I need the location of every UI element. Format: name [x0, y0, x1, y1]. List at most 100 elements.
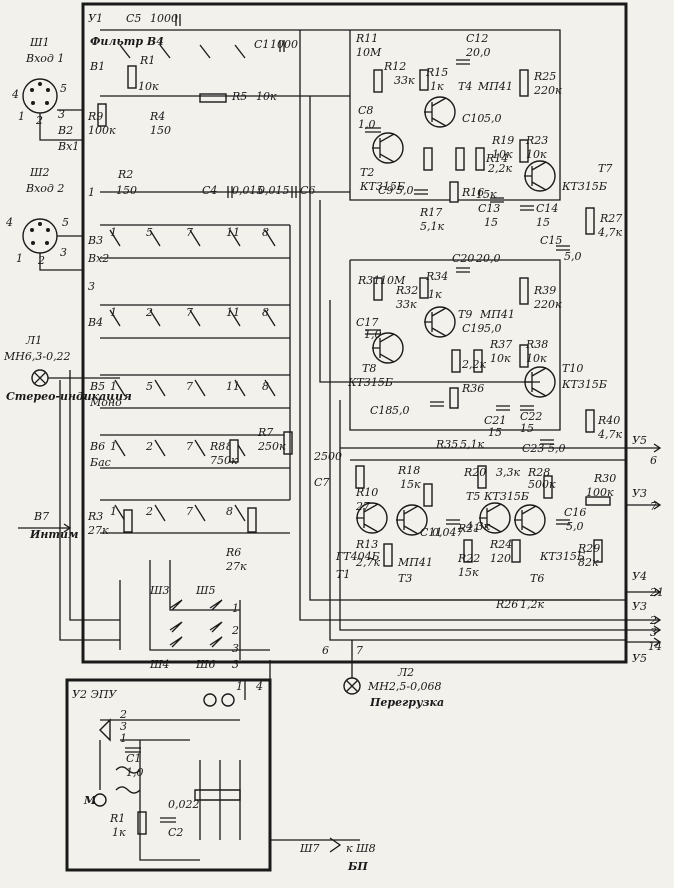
- svg-text:Т4: Т4: [458, 80, 472, 93]
- svg-text:5: 5: [60, 82, 67, 95]
- lamp-l2-value: МН2,5-0,068: [367, 680, 442, 693]
- svg-text:4: 4: [255, 680, 263, 693]
- svg-text:R39: R39: [533, 284, 556, 297]
- svg-text:С8: С8: [358, 104, 373, 117]
- svg-text:3: 3: [232, 642, 239, 655]
- svg-text:4,7к: 4,7к: [597, 226, 622, 239]
- svg-text:5,0: 5,0: [396, 184, 414, 197]
- svg-text:10М: 10М: [380, 274, 406, 287]
- svg-text:2: 2: [37, 254, 45, 267]
- svg-text:3: 3: [88, 280, 95, 293]
- u1-bottom-pins: 6 7 1 4: [236, 644, 363, 693]
- svg-text:С2: С2: [168, 826, 183, 839]
- svg-text:6: 6: [650, 454, 657, 467]
- svg-text:БП: БП: [347, 860, 368, 873]
- svg-text:R20: R20: [463, 466, 486, 479]
- svg-text:27к: 27к: [225, 560, 247, 573]
- svg-text:R15: R15: [425, 66, 448, 79]
- svg-text:3: 3: [58, 108, 65, 121]
- svg-text:R32: R32: [395, 284, 418, 297]
- svg-text:R9: R9: [87, 110, 103, 123]
- svg-text:Ш3: Ш3: [149, 584, 170, 597]
- lamp-l1-value: МН6,3-0,22: [3, 350, 71, 363]
- svg-text:1,0: 1,0: [358, 118, 376, 131]
- svg-text:4: 4: [11, 88, 19, 101]
- lamp-l1-text: Стерео-индикация: [6, 390, 132, 403]
- switch-v7-sub: Интим: [29, 528, 79, 541]
- svg-text:3,3к: 3,3к: [496, 466, 520, 479]
- svg-text:1: 1: [120, 732, 127, 745]
- svg-text:1: 1: [88, 186, 95, 199]
- svg-text:R27: R27: [599, 212, 622, 225]
- svg-text:к Ш8: к Ш8: [346, 842, 376, 855]
- main-wiring: [59, 29, 626, 841]
- svg-text:220к: 220к: [533, 298, 562, 311]
- svg-text:2: 2: [649, 614, 657, 627]
- svg-text:2: 2: [119, 708, 127, 721]
- svg-text:100к: 100к: [88, 124, 116, 137]
- svg-text:Т8: Т8: [362, 362, 376, 375]
- svg-text:27к: 27к: [87, 524, 109, 537]
- resistor-symbols: [97, 65, 611, 835]
- svg-text:R7: R7: [257, 426, 273, 439]
- svg-text:R1: R1: [139, 54, 155, 67]
- svg-text:С16: С16: [564, 506, 586, 519]
- svg-text:R37: R37: [489, 338, 512, 351]
- svg-text:15: 15: [536, 216, 550, 229]
- svg-text:1,2к: 1,2к: [520, 598, 544, 611]
- svg-text:2: 2: [145, 440, 153, 453]
- svg-text:4: 4: [5, 216, 13, 229]
- svg-text:3: 3: [232, 658, 239, 671]
- svg-text:1000: 1000: [150, 12, 178, 25]
- svg-text:R40: R40: [597, 414, 620, 427]
- svg-text:0,015: 0,015: [232, 184, 264, 197]
- svg-text:5,0: 5,0: [484, 322, 502, 335]
- svg-text:С11: С11: [420, 526, 442, 539]
- module-u2-label: У2 ЭПУ: [72, 688, 117, 701]
- resistor-labels: R1 10к R2 150 R3 27к R4 150 R5 10к R6 27…: [87, 32, 622, 839]
- switch-v4-ref: В4: [87, 316, 103, 329]
- svg-text:R17: R17: [419, 206, 442, 219]
- svg-text:R25: R25: [533, 70, 556, 83]
- svg-text:14: 14: [648, 640, 662, 653]
- svg-text:Ш5: Ш5: [195, 584, 216, 597]
- svg-text:R8: R8: [209, 440, 225, 453]
- svg-text:1: 1: [110, 505, 117, 518]
- svg-text:10к: 10к: [526, 352, 547, 365]
- svg-text:10к: 10к: [138, 80, 159, 93]
- lamp-l2: Л2 МН2,5-0,068 Перегрузка: [343, 666, 444, 709]
- svg-text:10к: 10к: [490, 352, 511, 365]
- svg-text:Ш4: Ш4: [149, 658, 170, 671]
- svg-text:С5: С5: [126, 12, 141, 25]
- u2-pickup-circuit: 231 М: [83, 693, 241, 861]
- transistor-t3: Т3 МП41: [396, 504, 433, 585]
- svg-text:R5: R5: [231, 90, 247, 103]
- svg-text:21: 21: [649, 586, 664, 599]
- svg-text:КТ315Б: КТ315Б: [359, 180, 405, 193]
- svg-text:1: 1: [110, 226, 117, 239]
- svg-text:С10: С10: [462, 112, 484, 125]
- svg-text:10к: 10к: [526, 148, 547, 161]
- svg-text:R22: R22: [457, 552, 480, 565]
- svg-text:R1: R1: [109, 812, 125, 825]
- svg-text:15к: 15к: [476, 188, 497, 201]
- svg-text:27: 27: [355, 500, 370, 513]
- svg-text:1: 1: [110, 380, 117, 393]
- svg-text:2: 2: [35, 114, 43, 127]
- svg-text:МП41: МП41: [477, 80, 513, 93]
- svg-text:С17: С17: [356, 316, 378, 329]
- svg-text:2,7к: 2,7к: [355, 556, 380, 569]
- transistor-t8: Т8 КТ315Б: [347, 332, 404, 389]
- svg-text:R30: R30: [593, 472, 616, 485]
- svg-text:10М: 10М: [356, 46, 382, 59]
- svg-text:С1: С1: [254, 38, 269, 51]
- svg-text:6: 6: [322, 644, 329, 657]
- svg-text:R3: R3: [87, 510, 103, 523]
- sh1-ref: Ш1: [29, 36, 50, 49]
- svg-text:С12: С12: [466, 32, 488, 45]
- svg-text:3: 3: [650, 626, 657, 639]
- svg-text:Т3: Т3: [398, 572, 412, 585]
- svg-text:1: 1: [110, 306, 117, 319]
- svg-text:7: 7: [356, 644, 363, 657]
